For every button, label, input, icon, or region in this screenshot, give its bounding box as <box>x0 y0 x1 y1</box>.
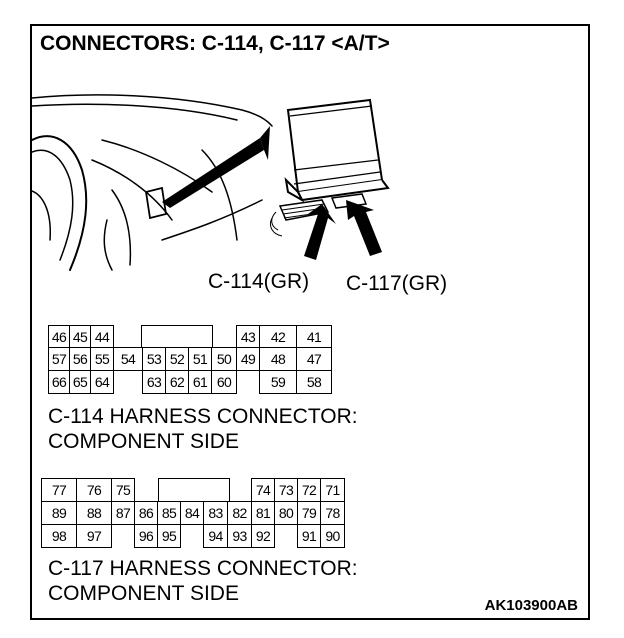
c117-pin: 87 <box>111 501 135 525</box>
c114-pin: 63 <box>142 370 166 394</box>
diagram-frame <box>30 24 590 620</box>
c117-pin: 81 <box>251 501 275 525</box>
c117-key <box>158 478 230 502</box>
c114-pin: 49 <box>236 347 260 371</box>
c114-pin: 50 <box>211 347 237 371</box>
c114-pin: 46 <box>48 325 70 348</box>
c114-pin: 41 <box>296 325 332 348</box>
c117-pin: 77 <box>41 478 77 502</box>
c114-caption-line2: COMPONENT SIDE <box>48 430 239 453</box>
c114-pin: 66 <box>48 370 70 394</box>
c117-pin: 97 <box>76 524 112 548</box>
c114-pin: 44 <box>90 325 114 348</box>
c114-pin: 59 <box>259 370 297 394</box>
c117-pin: 76 <box>76 478 112 502</box>
c117-caption: C-117 HARNESS CONNECTOR: COMPONENT SIDE <box>48 556 358 606</box>
c117-pin: 93 <box>227 524 252 548</box>
c114-pin: 47 <box>296 347 332 371</box>
c114-caption: C-114 HARNESS CONNECTOR: COMPONENT SIDE <box>48 404 358 454</box>
c114-pin: 52 <box>165 347 189 371</box>
c114-key <box>141 325 213 348</box>
c117-pin: 83 <box>203 501 228 525</box>
page-title: CONNECTORS: C-114, C-117 <A/T> <box>40 32 390 55</box>
c117-pin: 80 <box>274 501 298 525</box>
c114-pin: 65 <box>69 370 91 394</box>
c117-connector: 77 76 75 74 73 72 71 89 88 87 86 85 84 8… <box>41 478 351 552</box>
c117-pin: 89 <box>41 501 77 525</box>
c114-pin: 42 <box>259 325 297 348</box>
c117-pin: 75 <box>111 478 135 502</box>
c114-label: C-114(GR) <box>208 270 310 293</box>
c117-pin: 88 <box>76 501 112 525</box>
c114-pin: 51 <box>188 347 212 371</box>
c117-pin: 92 <box>251 524 275 548</box>
c117-label: C-117(GR) <box>346 272 448 295</box>
c114-pin: 43 <box>236 325 260 348</box>
c117-pin: 90 <box>320 524 345 548</box>
c114-pin: 64 <box>90 370 114 394</box>
c114-caption-line1: C-114 HARNESS CONNECTOR: <box>48 405 358 428</box>
c117-pin: 78 <box>320 501 345 525</box>
c114-pin: 48 <box>259 347 297 371</box>
c117-pin: 96 <box>134 524 158 548</box>
c114-pin: 61 <box>188 370 212 394</box>
c114-pin: 60 <box>211 370 237 394</box>
c117-pin: 98 <box>41 524 77 548</box>
c114-pin: 53 <box>142 347 166 371</box>
c117-pin: 84 <box>180 501 204 525</box>
c114-pin: 56 <box>69 347 91 371</box>
c117-pin: 71 <box>320 478 345 502</box>
dashboard-illustration <box>32 94 390 271</box>
c117-pin: 73 <box>274 478 298 502</box>
c114-pin: 45 <box>69 325 91 348</box>
c117-pin: 85 <box>157 501 181 525</box>
c117-caption-line2: COMPONENT SIDE <box>48 582 239 605</box>
c117-pin: 79 <box>297 501 321 525</box>
c117-pin: 72 <box>297 478 321 502</box>
c114-pin: 54 <box>113 347 143 371</box>
c117-pin: 95 <box>157 524 181 548</box>
c117-pin: 74 <box>251 478 275 502</box>
c117-pin: 94 <box>203 524 228 548</box>
c114-connector: 46 45 44 43 42 41 57 56 55 54 53 52 51 5… <box>48 325 348 397</box>
c114-pin: 62 <box>165 370 189 394</box>
c114-pin: 55 <box>90 347 114 371</box>
c117-pin: 86 <box>134 501 158 525</box>
c114-pin: 58 <box>296 370 332 394</box>
c114-pin: 57 <box>48 347 70 371</box>
figure-code: AK103900AB <box>484 597 578 614</box>
c117-pin: 91 <box>297 524 321 548</box>
c117-pin: 82 <box>227 501 252 525</box>
c117-caption-line1: C-117 HARNESS CONNECTOR: <box>48 557 358 580</box>
